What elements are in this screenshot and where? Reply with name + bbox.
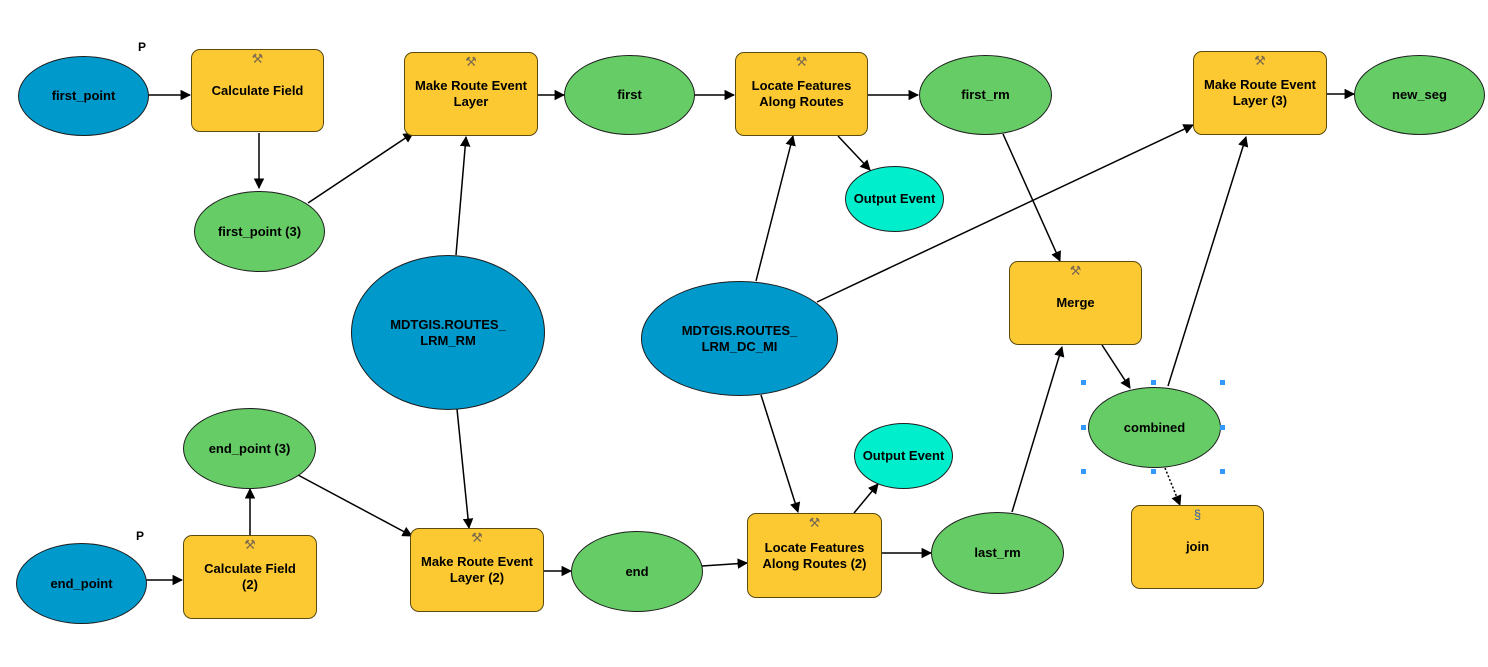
hammer-icon: ⚒	[1069, 263, 1082, 278]
selection-handle[interactable]	[1081, 380, 1086, 385]
merge-tool[interactable]: ⚒ Merge	[1009, 261, 1142, 345]
node-label: Locate Features Along Routes	[751, 78, 852, 109]
edge-routes-dc-to-locate2	[760, 394, 801, 514]
node-label: Calculate Field (2)	[204, 561, 296, 592]
selection-handle[interactable]	[1220, 425, 1225, 430]
routes-lrm-rm-data[interactable]: MDTGIS.ROUTES_ LRM_RM	[351, 255, 545, 410]
node-label: first_point	[51, 88, 116, 103]
first-rm-data[interactable]: first_rm	[919, 55, 1052, 135]
edge-first-rm-to-merge	[1002, 133, 1061, 262]
calculate-field-2-tool[interactable]: ⚒ Calculate Field (2)	[183, 535, 317, 619]
hammer-icon: ⚒	[251, 51, 264, 66]
edge-locate2-to-output-event2	[853, 483, 879, 514]
node-label: MDTGIS.ROUTES_ LRM_DC_MI	[681, 322, 798, 354]
end-data[interactable]: end	[571, 531, 703, 612]
node-label: MDTGIS.ROUTES_ LRM_RM	[390, 316, 506, 348]
node-label: Make Route Event Layer	[415, 78, 527, 109]
selection-handle[interactable]	[1220, 380, 1225, 385]
edge-end-point-3-to-mrel2	[297, 474, 413, 537]
first-data[interactable]: first	[564, 55, 695, 135]
node-label: Output Event	[853, 191, 936, 206]
selection-handle[interactable]	[1081, 425, 1086, 430]
edge-routes-rm-to-mrel	[455, 135, 471, 256]
output-event-data[interactable]: Output Event	[845, 166, 944, 232]
edge-routes-dc-to-locate	[755, 134, 796, 282]
node-label: Make Route Event Layer (2)	[421, 554, 533, 585]
end-point-data[interactable]: end_point	[16, 543, 147, 624]
last-rm-data[interactable]: last_rm	[931, 512, 1064, 594]
join-script-tool[interactable]: § join	[1131, 505, 1264, 589]
first-point-data[interactable]: first_point	[18, 56, 149, 136]
edge-first-point-3-to-mrel	[307, 132, 414, 204]
edge-end-to-locate2	[701, 558, 749, 569]
node-label: first	[617, 87, 642, 102]
selection-handle[interactable]	[1151, 380, 1156, 385]
parameter-marker: P	[138, 40, 147, 54]
node-label: last_rm	[974, 545, 1021, 560]
end-point-3-data[interactable]: end_point (3)	[183, 408, 316, 489]
node-label: end_point	[50, 575, 113, 591]
locate-features-along-routes-tool[interactable]: ⚒ Locate Features Along Routes	[735, 52, 868, 136]
selection-handle[interactable]	[1081, 469, 1086, 474]
edge-routes-dc-to-mrel3	[816, 124, 1194, 303]
new-seg-data[interactable]: new_seg	[1354, 55, 1485, 135]
node-label: end	[625, 563, 649, 579]
selection-handle[interactable]	[1151, 469, 1156, 474]
edge-last-rm-to-merge	[1011, 345, 1065, 513]
combined-data[interactable]: combined	[1088, 387, 1221, 468]
edge-combined-to-join	[1164, 467, 1182, 506]
make-route-event-layer-tool[interactable]: ⚒ Make Route Event Layer	[404, 52, 538, 136]
hammer-icon: ⚒	[1254, 53, 1266, 68]
hammer-icon: ⚒	[795, 54, 808, 69]
first-point-3-data[interactable]: first_point (3)	[194, 191, 325, 272]
hammer-icon: ⚒	[465, 54, 477, 69]
node-label: Locate Features Along Routes (2)	[762, 539, 867, 571]
node-label: end_point (3)	[208, 440, 291, 456]
node-label: first_point (3)	[217, 223, 302, 239]
script-icon: §	[1193, 507, 1202, 522]
hammer-icon: ⚒	[244, 537, 256, 552]
edge-combined-to-mrel3	[1167, 135, 1249, 387]
node-label: combined	[1123, 419, 1186, 435]
output-event-2-data[interactable]: Output Event	[854, 423, 953, 489]
node-label: Make Route Event Layer (3)	[1204, 77, 1316, 108]
node-label: join	[1185, 539, 1210, 554]
make-route-event-layer-2-tool[interactable]: ⚒ Make Route Event Layer (2)	[410, 528, 544, 612]
node-label: Calculate Field	[211, 82, 304, 98]
hammer-icon: ⚒	[808, 515, 821, 530]
parameter-marker: P	[136, 529, 145, 543]
node-label: Output Event	[862, 448, 945, 463]
node-label: first_rm	[961, 87, 1010, 102]
edge-locate-to-output-event	[837, 135, 871, 171]
locate-features-along-routes-2-tool[interactable]: ⚒ Locate Features Along Routes (2)	[747, 513, 882, 598]
calculate-field-tool[interactable]: ⚒ Calculate Field	[191, 49, 324, 132]
node-label: new_seg	[1392, 87, 1447, 102]
node-label: Merge	[1056, 295, 1095, 310]
selection-handle[interactable]	[1220, 469, 1225, 474]
routes-lrm-dc-mi-data[interactable]: MDTGIS.ROUTES_ LRM_DC_MI	[641, 281, 838, 396]
edge-routes-rm-to-mrel2	[456, 408, 474, 530]
hammer-icon: ⚒	[471, 530, 483, 545]
make-route-event-layer-3-tool[interactable]: ⚒ Make Route Event Layer (3)	[1193, 51, 1327, 135]
edge-merge-to-combined	[1101, 344, 1131, 389]
